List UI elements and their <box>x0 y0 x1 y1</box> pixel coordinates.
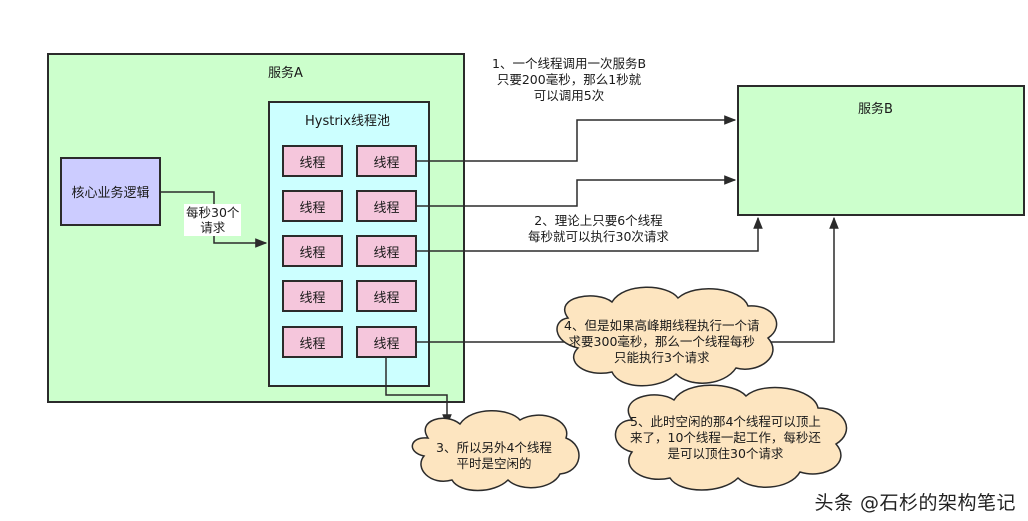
watermark: 头条 @石杉的架构笔记 <box>814 492 1016 514</box>
note-1-line2: 只要200毫秒，那么1秒就 <box>496 72 642 87</box>
request-rate-line2: 请求 <box>200 220 226 235</box>
note-1-line1: 1、一个线程调用一次服务B <box>492 56 647 71</box>
thread-box: 线程 <box>282 326 343 358</box>
thread-label: 线程 <box>299 155 326 171</box>
thread-label: 线程 <box>373 290 400 306</box>
note-1-line3: 可以调用5次 <box>533 88 605 103</box>
thread-to-service-b-arrow <box>417 216 763 252</box>
thread-label: 线程 <box>373 200 400 216</box>
core-label: 核心业务逻辑 <box>71 186 150 201</box>
cloud5-shape <box>614 384 848 491</box>
thread-to-service-b-arrow <box>417 216 839 343</box>
cloud-5-line1: 5、此时空闲的那4个线程可以顶上 <box>630 414 821 429</box>
pool-label: Hystrix线程池 <box>305 114 390 129</box>
thread-box: 线程 <box>282 280 343 312</box>
thread-box: 线程 <box>356 280 417 312</box>
cloud-5-line2: 来了，10个线程一起工作，每秒还 <box>630 430 821 445</box>
cloud-4-text: 4、但是如果高峰期线程执行一个请 求要300毫秒，那么一个线程每秒 只能执行3个… <box>564 318 759 366</box>
service-b-box <box>737 85 1025 216</box>
thread-box: 线程 <box>356 326 417 358</box>
cloud-3-text: 3、所以另外4个线程 平时是空闲的 <box>436 440 552 472</box>
cloud-3-line2: 平时是空闲的 <box>456 456 532 471</box>
note-2-line2: 每秒就可以执行30次请求 <box>528 229 669 244</box>
note-2-line1: 2、理论上只要6个线程 <box>534 213 663 228</box>
cloud-4-line1: 4、但是如果高峰期线程执行一个请 <box>564 318 760 333</box>
thread-to-service-b-arrow <box>417 115 737 162</box>
note-2: 2、理论上只要6个线程 每秒就可以执行30次请求 <box>528 213 669 245</box>
cloud-4-line3: 只能执行3个请求 <box>614 350 710 365</box>
service-a-label: 服务A <box>268 66 303 81</box>
thread-label: 线程 <box>373 155 400 171</box>
thread-box: 线程 <box>282 235 343 267</box>
service-b-label: 服务B <box>858 102 893 117</box>
thread-label: 线程 <box>299 336 326 352</box>
thread-to-cloud3-arrow <box>385 358 452 427</box>
thread-label: 线程 <box>299 290 326 306</box>
request-rate-line1: 每秒30个 <box>186 205 240 220</box>
thread-to-service-b-arrow <box>417 175 737 207</box>
core-business-logic-box: 核心业务逻辑 <box>60 157 161 226</box>
cloud-5-line3: 是可以顶住30个请求 <box>667 446 784 461</box>
request-rate-label: 每秒30个 请求 <box>184 204 242 236</box>
thread-label: 线程 <box>373 336 400 352</box>
thread-box: 线程 <box>356 145 417 177</box>
cloud3-shape <box>411 410 580 492</box>
thread-box: 线程 <box>356 190 417 222</box>
thread-box: 线程 <box>282 190 343 222</box>
note-1: 1、一个线程调用一次服务B 只要200毫秒，那么1秒就 可以调用5次 <box>492 56 646 104</box>
thread-label: 线程 <box>373 245 400 261</box>
thread-box: 线程 <box>282 145 343 177</box>
thread-box: 线程 <box>356 235 417 267</box>
cloud4-shape <box>556 286 778 387</box>
thread-label: 线程 <box>299 200 326 216</box>
cloud-3-line1: 3、所以另外4个线程 <box>436 440 552 455</box>
cloud-5-text: 5、此时空闲的那4个线程可以顶上 来了，10个线程一起工作，每秒还 是可以顶住3… <box>630 414 821 462</box>
cloud-4-line2: 求要300毫秒，那么一个线程每秒 <box>568 334 755 349</box>
thread-label: 线程 <box>299 245 326 261</box>
